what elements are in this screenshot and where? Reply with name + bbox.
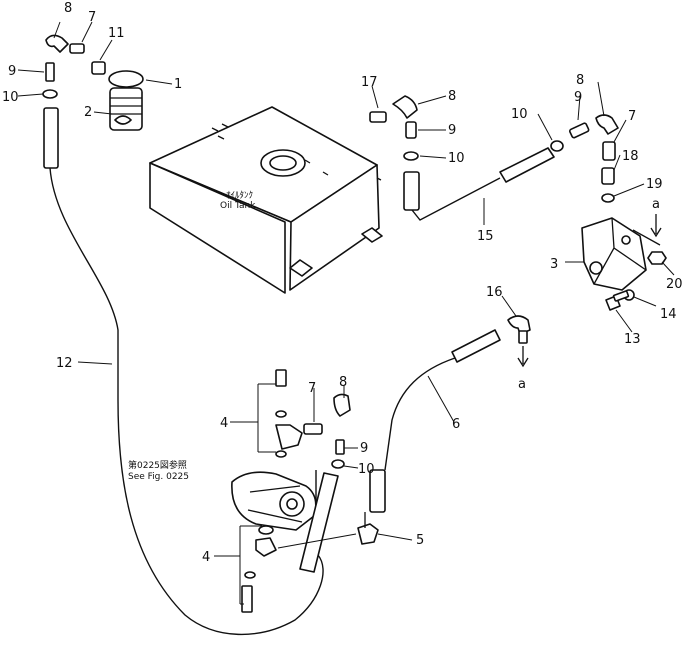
callout-7-top-left: 7 [88,10,96,25]
callout-15: 15 [477,229,494,244]
elbow-8-lower [333,393,351,417]
callout-8-lower: 8 [339,375,347,390]
callout-numbers: 8 7 11 9 1 10 2 17 8 9 10 10 9 8 7 18 19… [2,1,683,565]
callout-11: 11 [108,26,125,41]
bolt-9-top-left [45,62,55,82]
callout-8-right: 8 [576,73,584,88]
callout-8-top-middle: 8 [448,89,456,104]
callout-10-top-left: 10 [2,90,19,105]
callout-20: 20 [666,277,683,292]
elbow-16 [507,315,531,344]
callout-12: 12 [56,356,73,371]
oil-tank: ｵｲﾙﾀﾝｸ Oil Tank [149,106,383,294]
connector-a-top-label: a [652,197,660,212]
callout-9-lower: 9 [360,441,368,456]
washer-10-top-left [42,89,58,99]
see-fig-label-en: See Fig. 0225 [128,472,189,482]
callout-1: 1 [174,77,182,92]
nipple-9-right [569,122,590,139]
callout-18: 18 [622,149,639,164]
callout-19: 19 [646,177,663,192]
adapter-18 [601,167,615,185]
callout-9-top-left: 9 [8,64,16,79]
callout-13: 13 [624,332,641,347]
callout-4-lower: 4 [202,550,210,565]
elbow-8-top-middle [392,95,418,119]
tank-label-en: Oil Tank [220,201,256,211]
callout-8-top-left: 8 [64,1,72,16]
callout-3: 3 [550,257,558,272]
nipple-7-right [602,141,616,161]
tank-label-jp: ｵｲﾙﾀﾝｸ [226,190,253,201]
callout-7-lower: 7 [308,381,316,396]
leader-lines [17,21,675,605]
hose-15 [403,147,555,221]
washer-10-lower [331,459,345,469]
nipple-7-lower [303,423,323,435]
callout-9-top-middle: 9 [448,123,456,138]
nipple-17 [369,111,387,123]
callout-4-upper: 4 [220,416,228,431]
bolt-4-lower [241,525,277,613]
nipple-7-top-left [69,43,85,54]
connector-a-mid: a [517,346,529,392]
oring-19 [601,193,615,203]
elbow-8-right [595,114,619,135]
hose-lower-pump [299,472,339,573]
valve-3 [581,217,661,291]
callout-9-right: 9 [574,90,582,105]
nipple-9-lower [335,439,345,455]
callout-10-right: 10 [511,107,528,122]
bolt-4-upper [275,369,303,458]
callout-2: 2 [84,105,92,120]
callout-5: 5 [416,533,424,548]
bolt-13 [605,290,630,311]
elbow-8-top-left [45,34,69,53]
connector-a-mid-label: a [518,377,526,392]
callout-16: 16 [486,285,503,300]
connector-a-top: a [650,197,662,238]
washer-10-top-middle [403,151,419,161]
callout-6: 6 [452,417,460,432]
elbow-5 [357,512,379,545]
nipple-9-top-middle [405,121,417,139]
oil-filter [108,70,144,131]
see-fig-label-jp: 第0225図参照 [128,459,187,471]
hose-6 [369,329,501,513]
callout-14: 14 [660,307,677,322]
connector-11 [91,61,106,75]
callout-7-right: 7 [628,109,636,124]
callout-17: 17 [361,75,378,90]
plug-20 [647,251,667,265]
pump-assembly: 第0225図参照 See Fig. 0225 [128,459,317,531]
washer-10-right [550,140,564,152]
callout-10-top-middle: 10 [448,151,465,166]
callout-10-lower: 10 [358,462,375,477]
